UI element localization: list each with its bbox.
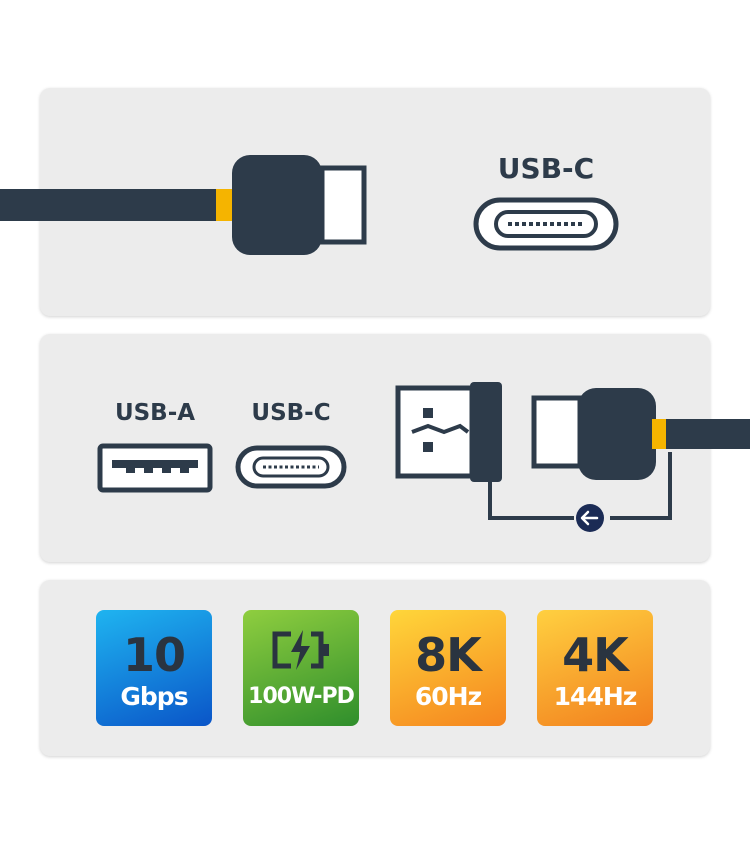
battery-charging-icon [272, 630, 329, 670]
badge-speed: 10 Gbps [96, 610, 212, 726]
badge-8k-rate: 60Hz [414, 682, 482, 711]
straight-connector-illustration [0, 155, 619, 255]
usb-c-label: USB-C [497, 152, 595, 185]
badge-4k: 4K 144Hz [537, 610, 653, 726]
badge-8k: 8K 60Hz [390, 610, 506, 726]
cable [0, 189, 220, 221]
badge-8k-value: 8K [415, 628, 482, 682]
connector-housing [232, 155, 322, 255]
features-panel: 10 Gbps 100W-PD 8K 60Hz 4K 144Hz [40, 580, 710, 756]
swap-line-right [610, 452, 672, 520]
swap-line-left [488, 482, 574, 520]
usb-c-port-icon [235, 445, 347, 489]
badge-power: 100W-PD [243, 610, 359, 726]
connector-straight-panel: USB-C [0, 88, 710, 316]
badge-power-label: 100W-PD [248, 684, 355, 709]
usb-a-plug [395, 382, 502, 482]
usb-c-plug [531, 388, 750, 480]
usb-c-label: USB-C [251, 400, 331, 426]
badge-speed-unit: Gbps [120, 682, 188, 711]
arrow-left-icon [576, 504, 604, 532]
plug-tip [319, 165, 367, 245]
usb-a-port-icon [97, 443, 213, 493]
badge-4k-rate: 144Hz [553, 682, 638, 711]
usb-a-label: USB-A [114, 400, 196, 426]
badge-speed-value: 10 [122, 628, 186, 682]
usb-c-port-icon [473, 197, 619, 251]
cable-strain-relief [216, 189, 234, 221]
badge-4k-value: 4K [562, 628, 629, 682]
reversible-connector-panel: USB-A USB-C [40, 334, 750, 562]
reversible-connector-illustration [97, 382, 750, 532]
